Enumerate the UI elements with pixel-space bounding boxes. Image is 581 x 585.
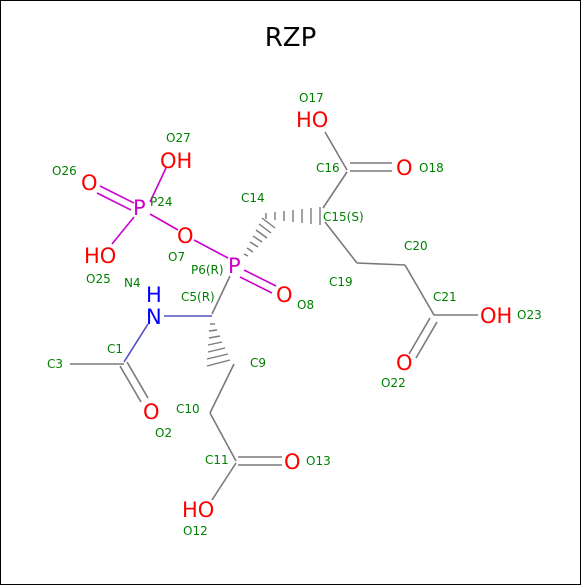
o22-symbol: O	[396, 351, 413, 375]
o13-symbol: O	[284, 450, 301, 474]
bond-p6-c5	[211, 275, 231, 315]
bond-p24-o7	[149, 213, 179, 231]
label-c14: C14	[241, 191, 265, 205]
bond-p24-o26-a	[99, 185, 135, 204]
label-c9: C9	[250, 356, 266, 370]
label-c20: C20	[404, 239, 428, 253]
o17-symbol: HO	[296, 108, 328, 132]
bond-p24-o25	[111, 216, 135, 245]
label-c21: C21	[433, 290, 457, 304]
bond-c1-o2-b	[126, 361, 149, 399]
bond-c5-c9-hashed	[206, 323, 231, 367]
o27-symbol: OH	[160, 149, 192, 173]
label-o27: O27	[166, 131, 191, 145]
label-o22: O22	[381, 376, 406, 390]
label-c11: C11	[205, 453, 229, 467]
p6-symbol: P	[228, 254, 241, 278]
label-o25: O25	[86, 272, 111, 286]
o12-symbol: HO	[182, 498, 214, 522]
o18-symbol: O	[396, 156, 413, 180]
atom-labels: O17 C16 O18 O27 O26 P24 C14 C15(S) C20 O…	[47, 91, 542, 538]
bond-c1-o2-a	[119, 365, 142, 403]
n4-h-symbol: H	[146, 283, 162, 307]
label-o8: O8	[297, 298, 314, 312]
bond-p24-o27	[149, 167, 167, 203]
o8-symbol: O	[276, 283, 293, 307]
label-n4: N4	[124, 276, 141, 290]
o25-symbol: HO	[84, 244, 116, 268]
bond-c21-o22-a	[408, 317, 431, 355]
label-o26: O26	[52, 164, 77, 178]
bond-c15-c19	[324, 221, 358, 264]
label-o17: O17	[299, 91, 324, 105]
label-o12: O12	[183, 524, 208, 538]
label-o7: O7	[168, 250, 185, 264]
bond-p24-o26-b	[96, 192, 132, 211]
bond-c20-c21	[404, 264, 435, 316]
label-c5: C5(R)	[181, 290, 215, 304]
label-p24: P24	[150, 195, 173, 209]
bonds	[70, 131, 478, 501]
p24-symbol: P	[133, 196, 146, 220]
o23-symbol: OH	[480, 304, 512, 328]
bond-c15-c16	[322, 171, 348, 209]
molecule-title: RZP	[264, 23, 317, 53]
bond-c19-c20	[356, 262, 406, 266]
bond-c11-o12	[211, 462, 237, 501]
n4-symbol: N	[146, 305, 162, 329]
label-c3: C3	[47, 357, 63, 371]
o26-symbol: O	[81, 171, 98, 195]
label-c1: C1	[107, 342, 123, 356]
label-o23: O23	[517, 308, 542, 322]
bond-c14-c15-hashed	[265, 207, 321, 225]
bond-p6-o8-a	[243, 269, 277, 287]
atom-symbols: HO O OH O P HO O P O H N O O HO OH O	[81, 108, 512, 522]
bond-c10-c11	[209, 412, 237, 462]
o2-symbol: O	[143, 400, 160, 424]
bond-p6-c14-hashed	[243, 217, 276, 257]
label-c10: C10	[176, 402, 200, 416]
bond-o7-p6	[193, 239, 229, 259]
label-p6: P6(R)	[191, 263, 224, 277]
bond-n4-c1	[123, 323, 149, 363]
label-c15: C15(S)	[323, 210, 364, 224]
bond-c9-c10	[209, 363, 235, 414]
bond-p6-o8-b	[239, 276, 273, 294]
o7-symbol: O	[177, 224, 194, 248]
label-o13: O13	[306, 454, 331, 468]
label-o2: O2	[155, 426, 172, 440]
bond-c16-o17	[324, 131, 348, 171]
label-c19: C19	[329, 275, 353, 289]
label-o18: O18	[419, 161, 444, 175]
label-c16: C16	[316, 161, 340, 175]
bond-c21-o22-b	[415, 321, 438, 359]
